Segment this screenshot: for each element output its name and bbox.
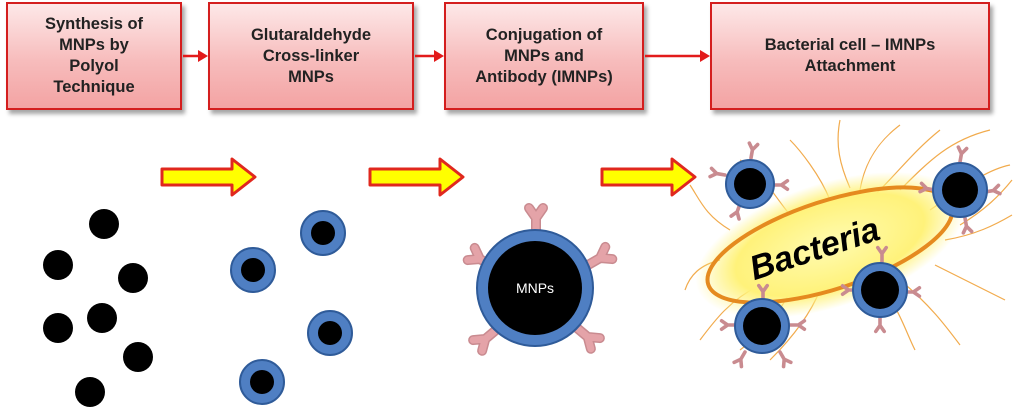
attached-imnp (708, 141, 790, 221)
step-label-crosslinker: Glutaraldehyde Cross-linker MNPs (250, 25, 372, 86)
step-box-attachment: Bacterial cell – IMNPs Attachment (710, 2, 990, 110)
step-box-conjugation: Conjugation of MNPs and Antibody (IMNPs) (444, 2, 644, 110)
attached-imnp (840, 245, 922, 334)
flow-arrow-3 (645, 50, 710, 62)
bare-mnp (89, 209, 119, 239)
attached-imnp-group (708, 141, 1002, 369)
coated-mnp (307, 310, 353, 356)
stage-arrow-1 (160, 157, 257, 197)
bare-mnp (118, 263, 148, 293)
stage-arrow-2 (368, 157, 465, 197)
stage-arrow-3 (600, 157, 697, 197)
imnp-large: MNPs (468, 208, 613, 351)
step-label-attachment: Bacterial cell – IMNPs Attachment (764, 36, 936, 75)
step-label-conjugation: Conjugation of MNPs and Antibody (IMNPs) (475, 25, 613, 86)
flow-arrow-2 (415, 50, 444, 62)
coated-mnp (239, 359, 285, 405)
step-label-synthesis: Synthesis of MNPs by Polyol Technique (44, 15, 144, 96)
attached-imnp (918, 145, 1002, 235)
coated-mnp (230, 247, 276, 293)
attached-imnp (719, 283, 807, 369)
bare-mnp (123, 342, 153, 372)
bare-mnp (75, 377, 105, 407)
bare-mnp (87, 303, 117, 333)
step-box-synthesis: Synthesis of MNPs by Polyol Technique (6, 2, 182, 110)
step-box-crosslinker: Glutaraldehyde Cross-linker MNPs (208, 2, 414, 110)
bare-mnp (43, 250, 73, 280)
coated-mnp (300, 210, 346, 256)
bare-mnp-group (43, 209, 153, 407)
mnp-label: MNPs (516, 280, 554, 296)
coated-mnp-group (230, 210, 353, 405)
flow-arrow-1 (183, 50, 208, 62)
bare-mnp (43, 313, 73, 343)
